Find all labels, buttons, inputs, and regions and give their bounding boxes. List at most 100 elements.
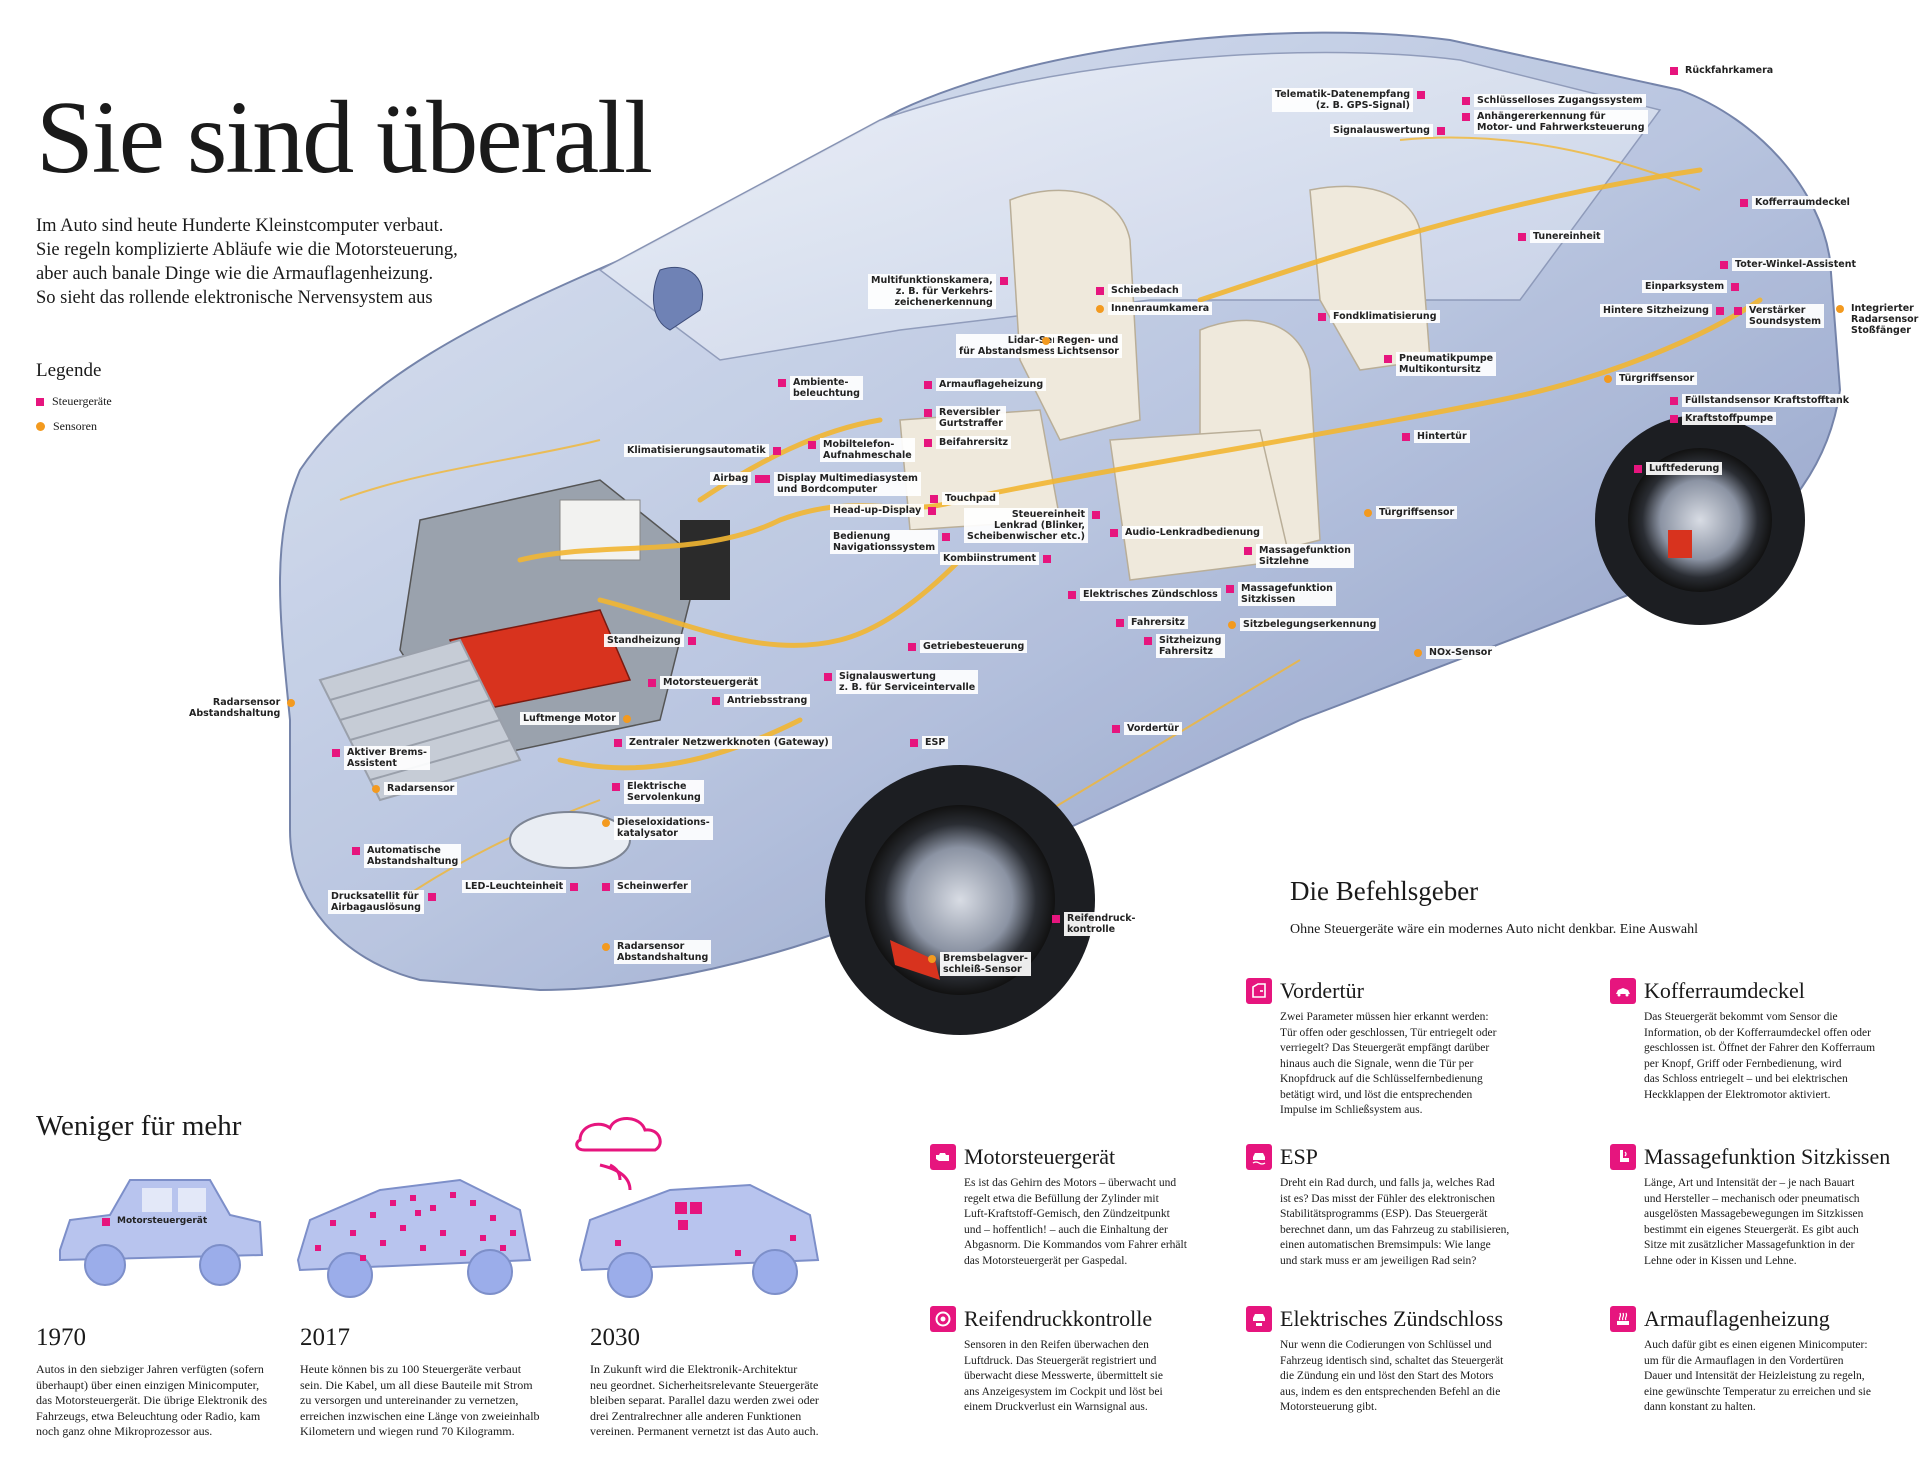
control-marker-icon — [1715, 307, 1724, 315]
control-marker-icon — [908, 643, 916, 651]
sensor-marker-icon — [1228, 621, 1236, 629]
callout-led: LED-Leuchteinheit — [462, 880, 579, 893]
cable-harness — [517, 167, 1763, 771]
callout-radarsensor: Radarsensor — [372, 782, 458, 795]
control-marker-icon — [942, 533, 951, 541]
armrest-heating-icon — [1610, 1306, 1636, 1332]
callout-einparksystem: Einparksystem — [1642, 280, 1740, 293]
callout-mobiltelefon: Mobiltelefon-Aufnahmeschale — [808, 438, 915, 462]
callout-bremsbelag: Bremsbelagver-schleiß-Sensor — [928, 952, 1031, 976]
callout-kofferraumdeckel: Kofferraumdeckel — [1740, 196, 1853, 209]
callout-multifunktionskamera: Multifunktionskamera,z. B. für Verkehrs-… — [868, 274, 1008, 309]
control-marker-icon — [999, 277, 1008, 285]
control-marker-icon — [762, 475, 770, 483]
callout-vordertuer: Vordertür — [1112, 722, 1182, 735]
car-2017-illustration — [296, 1178, 532, 1298]
control-marker-icon — [1144, 637, 1152, 645]
legend-control-row: Steuergeräte — [36, 394, 112, 409]
callout-signalauswertung-top: Signalauswertung — [1330, 124, 1445, 137]
callout-1970-motorsteuergeraet: Motorsteuergerät — [102, 1215, 210, 1228]
control-marker-icon — [755, 475, 764, 483]
control-marker-icon — [1068, 591, 1076, 599]
callout-ambiente: Ambiente-beleuchtung — [778, 376, 863, 400]
callout-toter-winkel: Toter-Winkel-Assistent — [1720, 258, 1859, 271]
control-marker-icon — [614, 739, 622, 747]
callout-tuergriffsensor-1: Türgriffsensor — [1604, 372, 1698, 385]
callout-beifahrersitz: Beifahrersitz — [924, 436, 1012, 449]
rear-wheel — [1595, 415, 1805, 625]
callout-airbag: Airbag — [710, 472, 764, 485]
control-marker-icon — [1634, 465, 1642, 473]
callout-getriebesteuerung: Getriebesteuerung — [908, 640, 1028, 653]
cmd-vordertuer: Vordertür Zwei Parameter müssen hier erk… — [1246, 978, 1546, 1119]
callout-reifendruck: Reifendruck-kontrolle — [1052, 912, 1139, 936]
car-1970-illustration — [59, 1179, 264, 1286]
car-2030-illustration — [575, 1117, 820, 1298]
control-marker-icon — [772, 447, 781, 455]
control-marker-icon — [1670, 415, 1678, 423]
control-marker-icon — [1110, 529, 1118, 537]
callout-kraftstoffpumpe: Kraftstoffpumpe — [1670, 412, 1777, 425]
sensor-marker-icon — [602, 943, 610, 951]
sensor-marker-icon — [372, 785, 380, 793]
sensor-marker-icon — [1604, 375, 1612, 383]
year-1970: 1970 — [36, 1324, 86, 1351]
cmd-reifendruckkontrolle: Reifendruckkontrolle Sensoren in den Rei… — [930, 1306, 1230, 1416]
callout-hintere-sitzheizung: Hintere Sitzheizung — [1600, 304, 1724, 317]
year-2030: 2030 — [590, 1324, 640, 1351]
control-marker-icon — [352, 847, 360, 855]
callout-esp: ESP — [910, 736, 949, 749]
seats — [899, 185, 1431, 581]
control-marker-icon — [1518, 233, 1526, 241]
page-title: Sie sind überall — [36, 80, 653, 195]
sensor-marker-icon — [36, 422, 45, 431]
callout-luftfederung: Luftfederung — [1634, 462, 1723, 475]
control-marker-icon — [924, 381, 932, 389]
callout-audio-lenkrad: Audio-Lenkradbedienung — [1110, 526, 1263, 539]
callout-kombiinstrument: Kombiinstrument — [940, 552, 1051, 565]
control-marker-icon — [910, 739, 918, 747]
control-marker-icon — [808, 441, 816, 449]
control-marker-icon — [1402, 433, 1410, 441]
cmd-zuendschloss: Elektrisches Zündschloss Nur wenn die Co… — [1246, 1306, 1546, 1416]
esp-icon — [1246, 1144, 1272, 1170]
front-wheel — [825, 765, 1095, 1035]
callout-armauflageheizung: Armauflageheizung — [924, 378, 1047, 391]
callout-scheinwerfer: Scheinwerfer — [602, 880, 691, 893]
intro-text: Im Auto sind heute Hunderte Kleinstcompu… — [36, 216, 458, 308]
sensor-marker-icon — [928, 955, 936, 963]
era-1970-text: Autos in den siebziger Jahren verfügten … — [36, 1362, 268, 1438]
callout-antriebsstrang: Antriebsstrang — [712, 694, 811, 707]
legend-title: Legende — [36, 360, 102, 381]
control-marker-icon — [930, 495, 938, 503]
callout-klimatisierung: Klimatisierungsautomatik — [624, 444, 781, 457]
cmd-massage-sitzkissen: Massagefunktion Sitzkissen Länge, Art un… — [1610, 1144, 1910, 1269]
control-marker-icon — [1226, 585, 1234, 593]
control-marker-icon — [1043, 555, 1051, 563]
control-marker-icon — [1052, 915, 1060, 923]
callout-diesel: Dieseloxidations-katalysator — [602, 816, 713, 840]
callout-bremsassistent: Aktiver Brems-Assistent — [332, 746, 430, 770]
control-marker-icon — [1462, 97, 1470, 105]
door-icon — [1246, 978, 1272, 1004]
control-marker-icon — [1244, 547, 1252, 555]
callout-standheizung: Standheizung — [604, 634, 696, 647]
control-marker-icon — [1092, 511, 1101, 519]
control-marker-icon — [1384, 355, 1392, 363]
control-marker-icon — [924, 409, 932, 417]
control-marker-icon — [1436, 127, 1445, 135]
callout-tunereinheit: Tunereinheit — [1518, 230, 1604, 243]
sensor-marker-icon — [1836, 305, 1844, 313]
control-marker-icon — [1318, 313, 1326, 321]
headlight — [509, 811, 631, 869]
